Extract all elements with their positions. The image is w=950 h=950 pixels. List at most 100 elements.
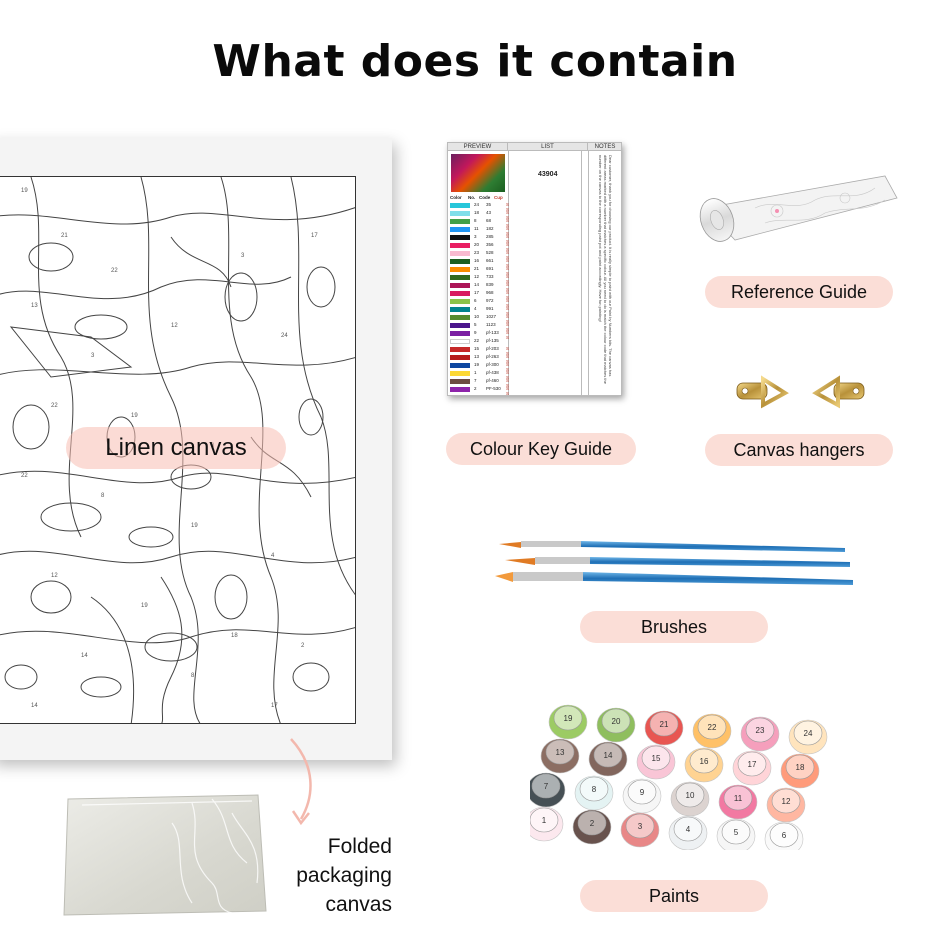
paint-pot: 12	[766, 787, 806, 823]
svg-text:3: 3	[91, 353, 95, 359]
cup-mark: S S	[506, 322, 510, 332]
paint-pot-number: 20	[612, 717, 621, 726]
paint-number: 24	[474, 202, 480, 207]
paint-code: 35	[486, 202, 492, 207]
paint-pot: 19	[548, 704, 588, 740]
cup-mark: S S	[506, 298, 510, 308]
paint-code: pf-135	[486, 338, 499, 343]
color-swatch	[450, 267, 470, 272]
paint-pot-number: 1	[542, 816, 547, 825]
paint-pot: 17	[732, 750, 772, 786]
svg-text:14: 14	[31, 703, 38, 709]
paint-number: 11	[474, 226, 479, 231]
paint-pot: 7	[530, 772, 566, 808]
paint-number: 18	[474, 210, 480, 215]
color-swatch	[450, 371, 470, 376]
svg-text:18: 18	[231, 633, 238, 639]
paint-number: 20	[474, 242, 480, 247]
paint-pot: 11	[718, 784, 758, 820]
cup-mark: S S	[506, 362, 510, 372]
paint-code: pf-438	[486, 370, 499, 375]
cup-mark: S S	[506, 250, 510, 260]
paint-pot: 23	[740, 716, 780, 752]
paint-code: pf-300	[486, 362, 499, 367]
paint-number: 8	[474, 218, 477, 223]
paint-pot-number: 21	[660, 720, 669, 729]
paint-pot-number: 7	[544, 782, 549, 791]
paint-pot-number: 5	[734, 828, 739, 837]
paint-pot-number: 22	[708, 723, 717, 732]
paint-pot-number: 2	[590, 819, 595, 828]
colour-key-guide-label: Colour Key Guide	[446, 433, 636, 465]
color-swatch	[450, 227, 470, 232]
cup-mark: S S	[506, 234, 510, 244]
paint-pot: 13	[540, 738, 580, 774]
paint-code: PF-530	[486, 386, 501, 391]
color-swatch	[450, 243, 470, 248]
svg-text:19: 19	[21, 188, 28, 194]
canvas-hanger-icon	[736, 375, 789, 409]
paint-pot: 6	[764, 821, 804, 850]
notes-paragraph: Dear customer, thank you for choosing ou…	[598, 155, 613, 384]
paint-code: 285	[486, 234, 494, 239]
paint-code: 1123	[486, 322, 496, 327]
paint-number: 14	[474, 282, 480, 287]
cup-mark: S S	[506, 274, 510, 284]
paint-pot-number: 23	[756, 726, 765, 735]
color-swatch	[450, 347, 470, 352]
paint-pot-number: 8	[592, 785, 597, 794]
canvas-hangers-label: Canvas hangers	[705, 434, 893, 466]
paint-pot-number: 12	[782, 797, 791, 806]
cup-mark: S S	[506, 290, 510, 300]
paint-code: 972	[486, 298, 494, 303]
linen-canvas-label: Linen canvas	[66, 427, 286, 469]
paint-pot-number: 15	[652, 754, 661, 763]
svg-text:22: 22	[51, 403, 58, 409]
page-title: What does it contain	[212, 36, 738, 87]
paint-pot: 14	[588, 741, 628, 777]
paint-number: 6	[474, 298, 477, 303]
svg-text:3: 3	[241, 253, 245, 259]
paint-pot: 9	[622, 778, 662, 814]
paint-pot: 2	[572, 809, 612, 845]
color-swatch	[450, 387, 470, 392]
paint-code: 43	[486, 210, 492, 215]
paint-number: 7	[474, 378, 477, 383]
svg-text:12: 12	[51, 573, 58, 579]
column-divider	[588, 151, 589, 395]
folded-packaging-bag	[63, 794, 267, 916]
paint-code: 968	[486, 290, 494, 295]
paint-pot-number: 16	[700, 757, 709, 766]
svg-text:14: 14	[81, 653, 88, 659]
svg-text:22: 22	[21, 473, 28, 479]
color-swatch	[450, 275, 470, 280]
paint-code: 1027	[486, 314, 497, 319]
color-swatch	[450, 259, 470, 264]
cup-mark: S S	[506, 242, 510, 252]
cup-mark: S S	[506, 346, 510, 356]
paint-number: 1	[474, 370, 477, 375]
color-swatch	[450, 203, 470, 208]
color-swatch	[450, 219, 470, 224]
svg-text:19: 19	[141, 603, 148, 609]
paint-number: 23	[474, 250, 480, 255]
svg-text:24: 24	[281, 333, 288, 339]
paint-number: 15	[474, 346, 480, 351]
paint-pot-number: 10	[686, 791, 695, 800]
svg-text:19: 19	[191, 523, 198, 529]
paint-number: 16	[474, 258, 480, 263]
notes-header: NOTES	[588, 143, 621, 151]
color-swatch	[450, 331, 470, 336]
svg-text:13: 13	[31, 303, 38, 309]
brushes-image	[495, 541, 853, 585]
cup-mark: S S	[506, 378, 510, 388]
colour-key-guide-sheet: PREVIEW LIST NOTES 43904 Color No. Code …	[447, 142, 622, 396]
paint-pot-number: 6	[782, 831, 787, 840]
folded-label-line: packaging	[296, 864, 392, 887]
color-swatch	[450, 339, 470, 344]
paint-pot: 15	[636, 744, 676, 780]
cup-mark: S S	[506, 266, 510, 276]
paint-code: 68	[486, 218, 492, 223]
paint-number: 2	[474, 386, 477, 391]
